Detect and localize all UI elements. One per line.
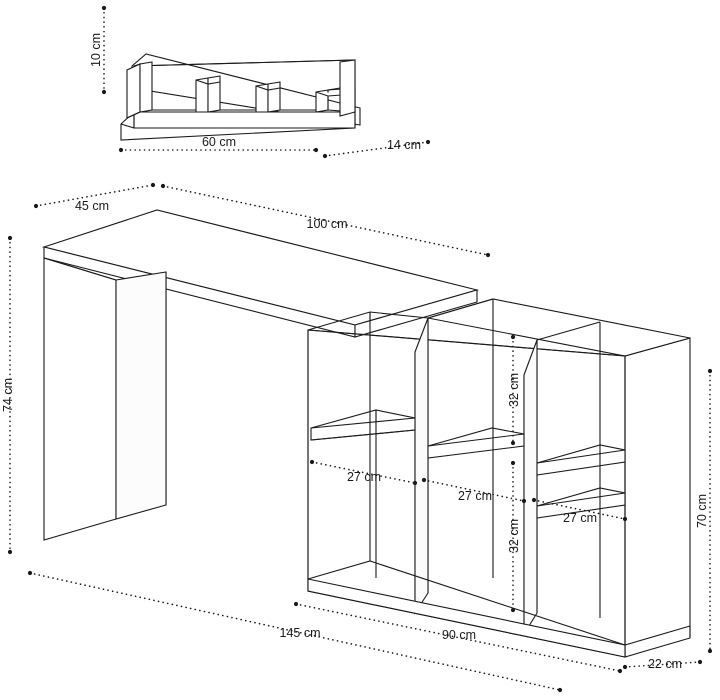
label-shelf-width-mid: 27 cm bbox=[458, 489, 492, 503]
dim-desk-depth: 45 cm bbox=[33, 182, 156, 213]
dim-wall-shelf-depth: 14 cm bbox=[322, 138, 431, 159]
dim-shelf-width-mid: 27 cm bbox=[421, 477, 527, 504]
dim-total-width: 145 cm bbox=[27, 570, 563, 693]
label-bookcase-height: 70 cm bbox=[695, 494, 709, 528]
label-shelf-height-upper: 32 cm bbox=[507, 373, 521, 407]
label-shelf-height-lower: 32 cm bbox=[507, 519, 521, 553]
dim-wall-shelf-width: 60 cm bbox=[118, 135, 319, 153]
dim-shelf-height-upper: 32 cm bbox=[507, 334, 521, 446]
dim-shelf-width-right: 27 cm bbox=[531, 497, 628, 525]
dim-bookcase-depth: 22 cm bbox=[622, 657, 703, 671]
label-shelf-width-right: 27 cm bbox=[563, 511, 597, 525]
label-shelf-width-left: 27 cm bbox=[347, 470, 381, 484]
dim-desk-height: 74 cm bbox=[1, 235, 15, 555]
dim-wall-shelf-height: 10 cm bbox=[89, 5, 107, 95]
dim-bookcase-width: 90 cm bbox=[293, 601, 623, 674]
label-total-width: 145 cm bbox=[280, 626, 321, 640]
label-wall-shelf-height: 10 cm bbox=[89, 33, 103, 67]
label-desk-height: 74 cm bbox=[1, 378, 15, 412]
wall-shelf-object bbox=[120, 53, 361, 141]
label-desktop-length: 100 cm bbox=[307, 217, 348, 231]
label-wall-shelf-width: 60 cm bbox=[202, 135, 236, 149]
label-wall-shelf-depth: 14 cm bbox=[387, 138, 421, 152]
dim-shelf-height-lower: 32 cm bbox=[507, 460, 521, 613]
label-bookcase-depth: 22 cm bbox=[648, 657, 682, 671]
label-desk-depth: 45 cm bbox=[75, 199, 109, 213]
dim-bookcase-height: 70 cm bbox=[695, 368, 713, 654]
dim-desktop-length: 100 cm bbox=[160, 183, 491, 258]
dim-shelf-width-left: 27 cm bbox=[309, 459, 418, 486]
desk-object bbox=[42, 209, 691, 658]
label-bookcase-width: 90 cm bbox=[442, 628, 476, 642]
